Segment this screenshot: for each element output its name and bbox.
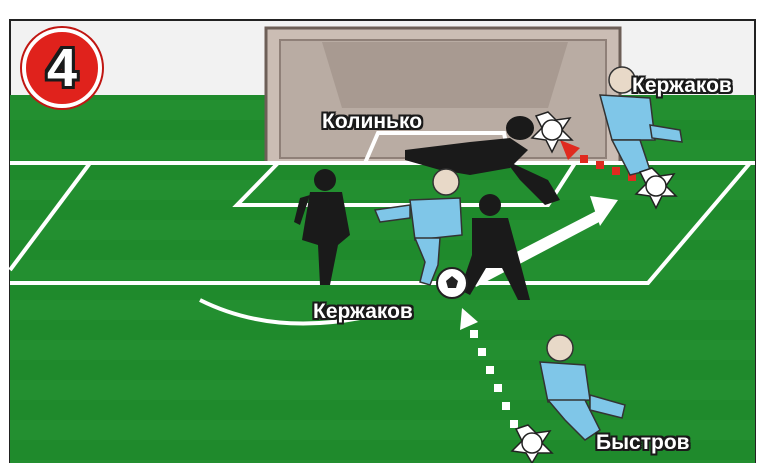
ball-center-icon	[437, 268, 467, 298]
label-kolinko: Колинько	[322, 110, 422, 134]
label-bystrov: Быстров	[596, 431, 690, 455]
goal	[266, 28, 620, 163]
step-number: 4	[26, 32, 98, 104]
label-kerzhakov-center: Кержаков	[313, 300, 413, 324]
label-kerzhakov-top-right: Кержаков	[632, 74, 732, 98]
step-number-badge: 4	[22, 28, 102, 108]
